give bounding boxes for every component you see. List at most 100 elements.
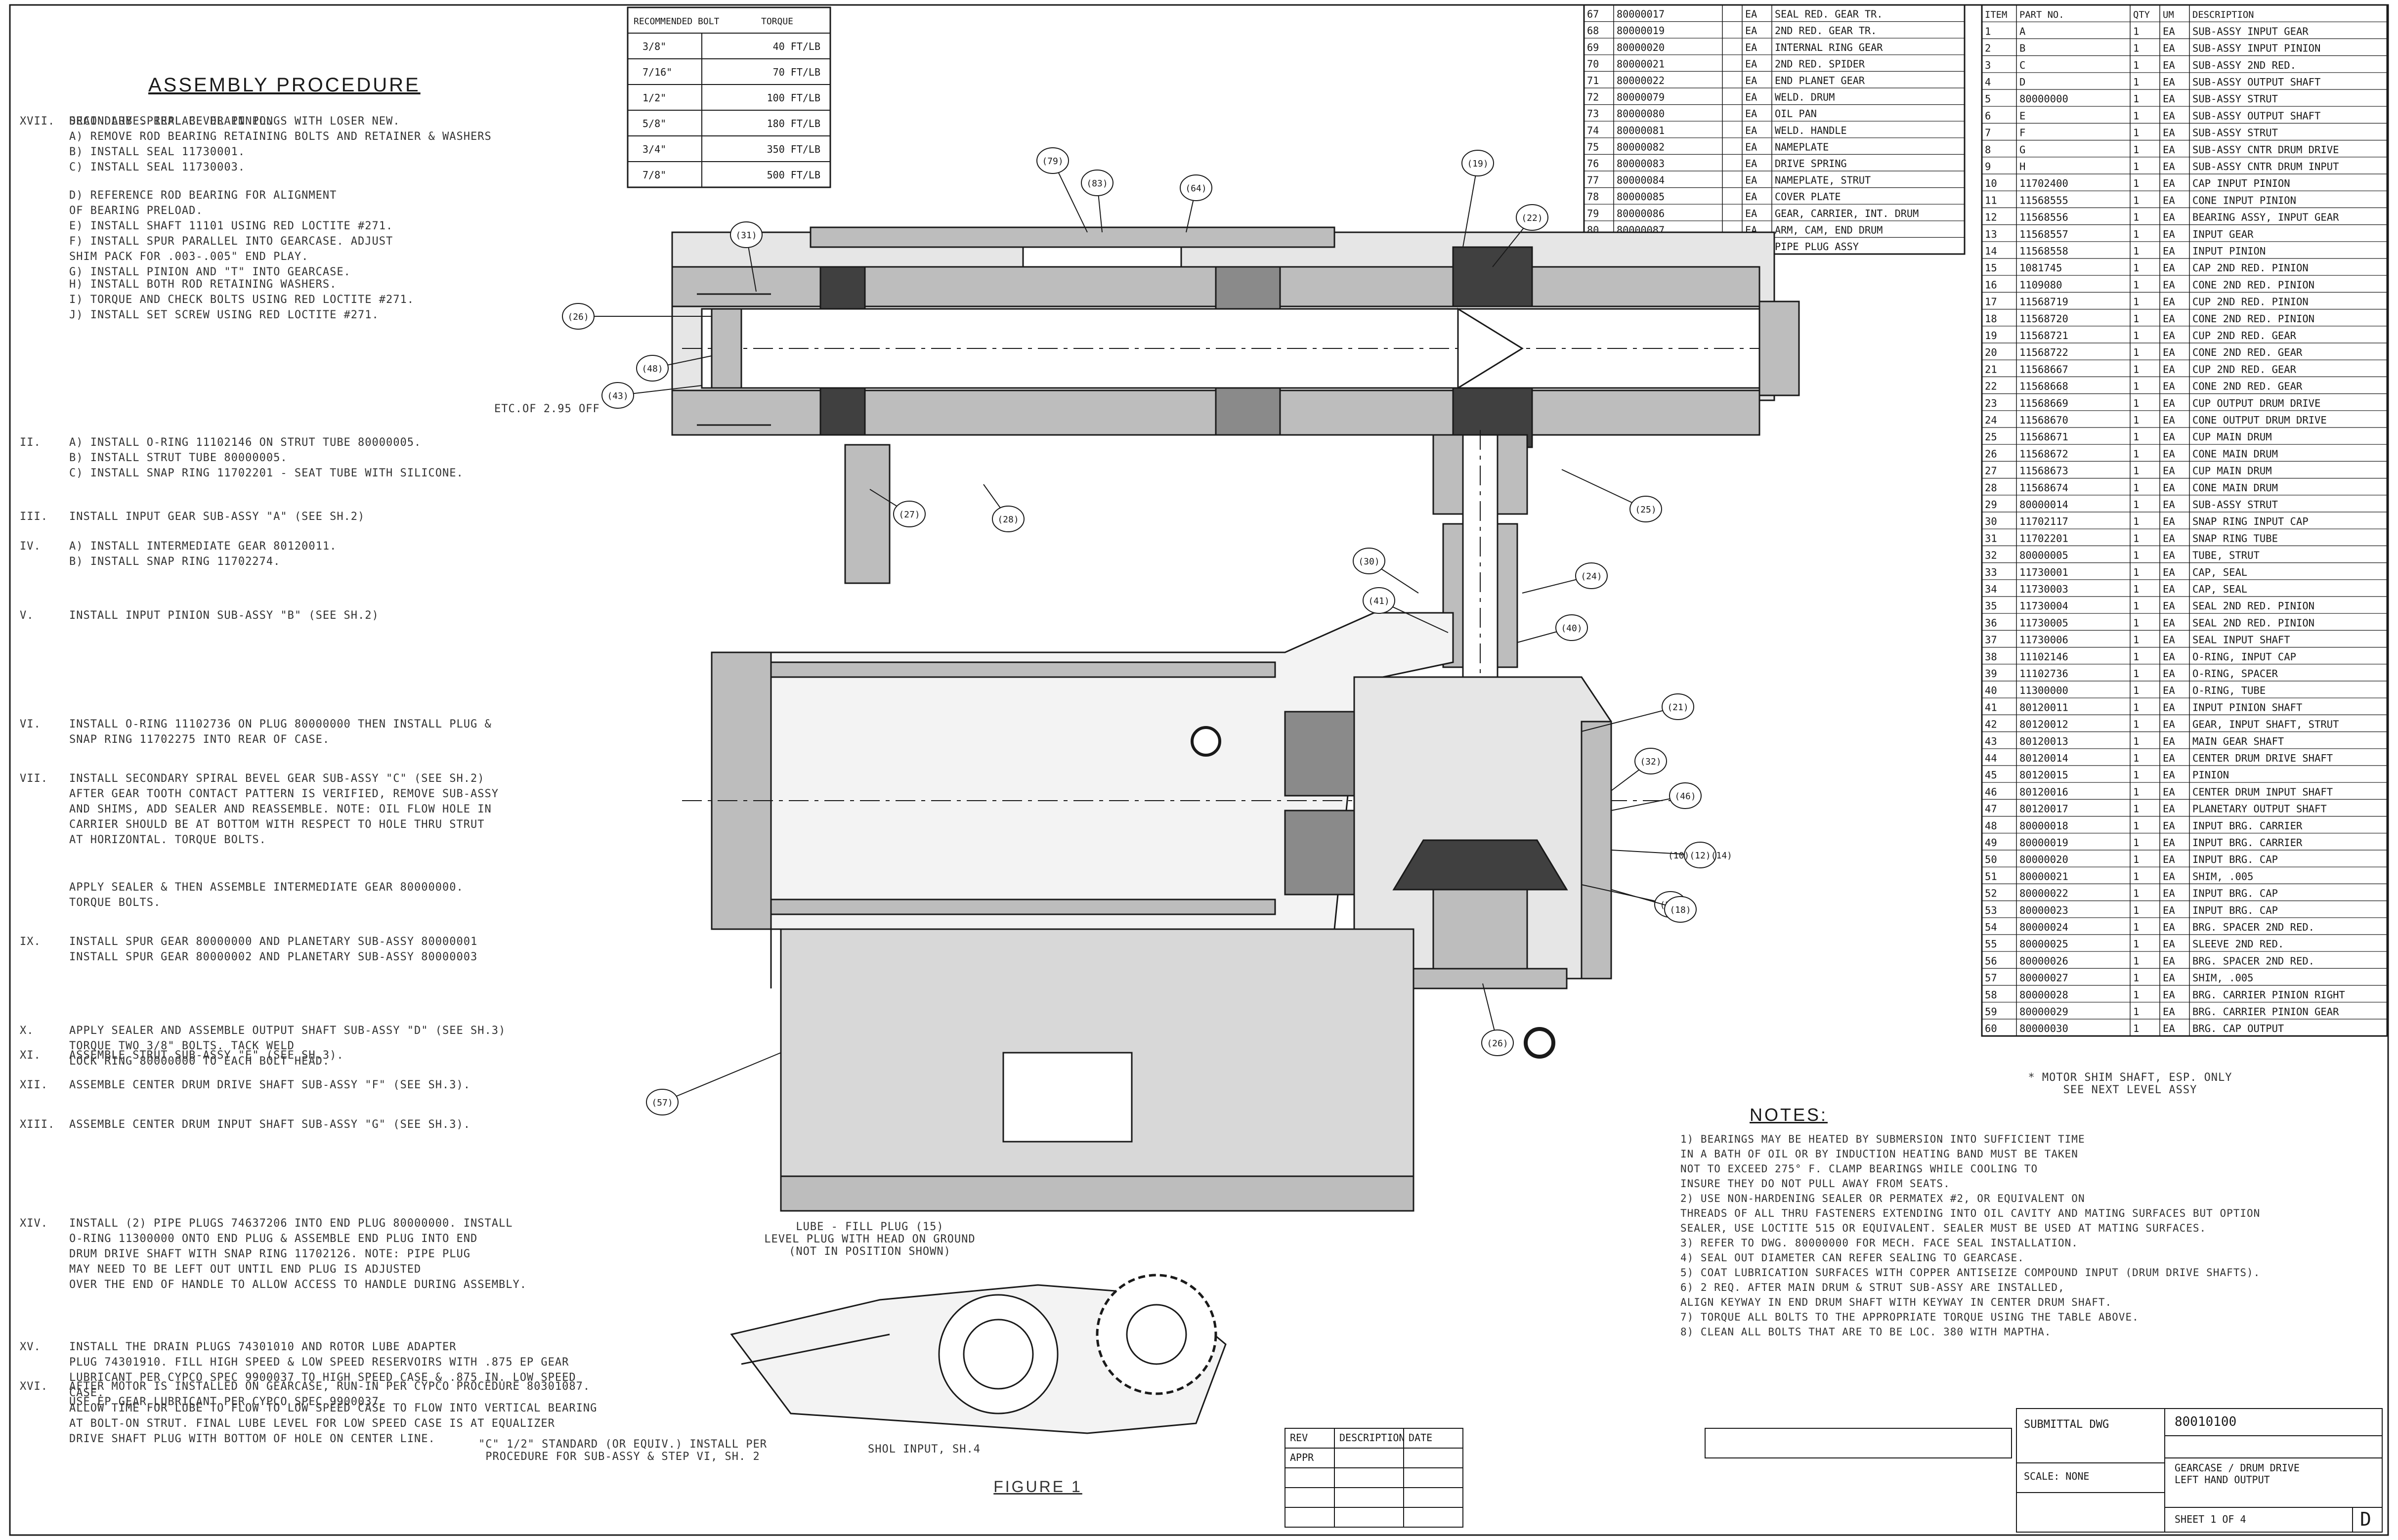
parts-cell: EA <box>2163 76 2175 88</box>
parts-cell: EA <box>2163 144 2175 156</box>
balloon <box>646 1089 679 1115</box>
parts-cell: 1 <box>2133 330 2139 342</box>
title-company: SUBMITTAL DWG <box>2024 1418 2109 1431</box>
planetary-gear-upper <box>1284 711 1355 797</box>
parts-cell: 1 <box>2133 228 2139 240</box>
parts-cell: E <box>2019 110 2025 122</box>
procedure-step-text: INSTALL SECONDARY SPIRAL BEVEL GEAR SUB-… <box>69 772 499 846</box>
parts-cell: SUB-ASSY OUTPUT SHAFT <box>2192 110 2320 122</box>
parts-cell: O-RING, SPACER <box>2192 668 2278 680</box>
parts-cell: 43 <box>1985 735 1997 747</box>
parts-cell: 25 <box>1985 431 1997 443</box>
parts-cell: EA <box>2163 296 2175 308</box>
parts-cell: 11568674 <box>2019 482 2068 494</box>
parts-cell: 1 <box>2133 786 2139 798</box>
torque-table-frame <box>627 6 831 188</box>
parts-cell: 11730001 <box>2019 566 2068 578</box>
procedure-step-text: AFTER MOTOR IS INSTALLED ON GEARCASE, RU… <box>69 1380 591 1408</box>
procedure-step-text: APPLY SEALER AND ASSEMBLE OUTPUT SHAFT S… <box>69 1025 506 1068</box>
parts-cell: CUP 2ND RED. PINION <box>2192 296 2309 308</box>
parts-cell: 1 <box>2133 465 2139 477</box>
balloon-leader <box>1462 163 1478 248</box>
parts-cell: 1 <box>2133 651 2139 663</box>
parts-cell: INPUT BRG. CAP <box>2192 904 2278 916</box>
parts-cell: 54 <box>1985 921 1997 933</box>
torque-bolt-size: 7/16" <box>642 66 672 78</box>
parts-cell: 10 <box>1985 177 1997 189</box>
parts-cell: EA <box>2163 752 2175 764</box>
parts-cell: 1 <box>2133 515 2139 527</box>
parts-cell: 31 <box>1985 532 1997 544</box>
parts-cell: EA <box>2163 701 2175 713</box>
parts-cell: 53 <box>1985 904 1997 916</box>
parts-cell: 80000080 <box>1617 108 1665 120</box>
balloon-label: (57) <box>651 1098 673 1108</box>
parts-cell: 11300000 <box>2019 684 2068 696</box>
item-balloons: (79)(83)(64)(31)(26)(48)(43)(19)(22)(25)… <box>562 147 1732 1115</box>
balloon-label: (22) <box>1521 213 1542 223</box>
procedure-step-number: XVI. <box>20 1380 48 1393</box>
parts-cell: 80000081 <box>1617 125 1665 136</box>
procedure-step-text: SECONDARY SPIRAL BEVEL PINION A) REMOVE … <box>69 115 492 173</box>
parts-cell: 11568668 <box>2019 381 2068 392</box>
procedure-step-text: INSTALL THE DRAIN PLUGS 74301010 AND ROT… <box>69 1341 598 1445</box>
parts-cell: 23 <box>1985 397 1997 409</box>
drum-housing-end <box>711 651 772 930</box>
parts-cell: H <box>2019 161 2025 172</box>
parts-cell: 80120016 <box>2019 786 2068 798</box>
parts-cell: EA <box>1745 75 1757 86</box>
procedure-step-number: XII. <box>20 1079 48 1091</box>
parts-cell: 1 <box>2133 363 2139 375</box>
parts-cell: 74 <box>1587 125 1599 136</box>
parts-cell: GEAR, CARRIER, INT. DRUM <box>1775 208 1919 219</box>
balloon-label: (43) <box>607 391 628 401</box>
parts-cell: 73 <box>1587 108 1599 120</box>
procedure-step-number: XV. <box>20 1341 41 1353</box>
parts-cell: 11102146 <box>2019 651 2068 663</box>
balloon <box>562 303 595 330</box>
parts-cell: EA <box>2163 1006 2175 1018</box>
parts-cell: 30 <box>1985 515 1997 527</box>
parts-cell: 76 <box>1587 158 1599 170</box>
balloon-label: (19) <box>1467 159 1488 169</box>
parts-cell: PLANETARY OUTPUT SHAFT <box>2192 803 2327 815</box>
parts-cell: 56 <box>1985 955 1997 967</box>
parts-cell: 80120017 <box>2019 803 2068 815</box>
parts-cell: NAMEPLATE <box>1775 141 1829 153</box>
parts-cell: 1 <box>2133 414 2139 426</box>
parts-cell: EA <box>2163 955 2175 967</box>
procedure-step-number: VI. <box>20 718 41 730</box>
balloon-leader <box>662 1052 781 1103</box>
top-cover <box>810 226 1335 248</box>
balloon <box>1629 496 1662 522</box>
detail-drum-inner <box>963 1319 1034 1390</box>
title-block-frame <box>2016 1408 2383 1533</box>
parts-cell: CONE 2ND RED. PINION <box>2192 279 2314 291</box>
parts-cell: 80000086 <box>1617 208 1665 219</box>
parts-cell: 1 <box>2133 1006 2139 1018</box>
procedure-step-number: II. <box>20 436 41 449</box>
parts-cell: A <box>2019 25 2025 37</box>
torque-bolt-size: 3/4" <box>642 143 666 155</box>
torque-bolt-size: 1/2" <box>642 92 666 104</box>
parts-cell: 24 <box>1985 414 1997 426</box>
parts-cell: 1 <box>2133 566 2139 578</box>
parts-cell: 80000000 <box>2019 93 2068 105</box>
parts-cell: SUB-ASSY STRUT <box>2192 499 2278 511</box>
parts-cell: 1 <box>2133 820 2139 832</box>
parts-cell: 11730004 <box>2019 600 2068 612</box>
parts-cell: 8 <box>1985 144 1991 156</box>
parts-cell: END PLANET GEAR <box>1775 75 1865 86</box>
parts-cell: 1109080 <box>2019 279 2062 291</box>
procedure-step-number: IV. <box>20 540 41 553</box>
drain-plug-marker <box>1191 726 1221 757</box>
parts-cell: SUB-ASSY 2ND RED. <box>2192 59 2296 71</box>
parts-cell: SUB-ASSY INPUT PINION <box>2192 43 2320 54</box>
balloon-label: (64) <box>1185 183 1206 194</box>
parts-cell: EA <box>2163 346 2175 358</box>
parts-cell: 40 <box>1985 684 1997 696</box>
parts-cell: EA <box>2163 532 2175 544</box>
parts-cell: 34 <box>1985 583 1997 595</box>
parts-header-cell: PART NO. <box>2019 10 2064 20</box>
parts-cell: 1 <box>2133 600 2139 612</box>
